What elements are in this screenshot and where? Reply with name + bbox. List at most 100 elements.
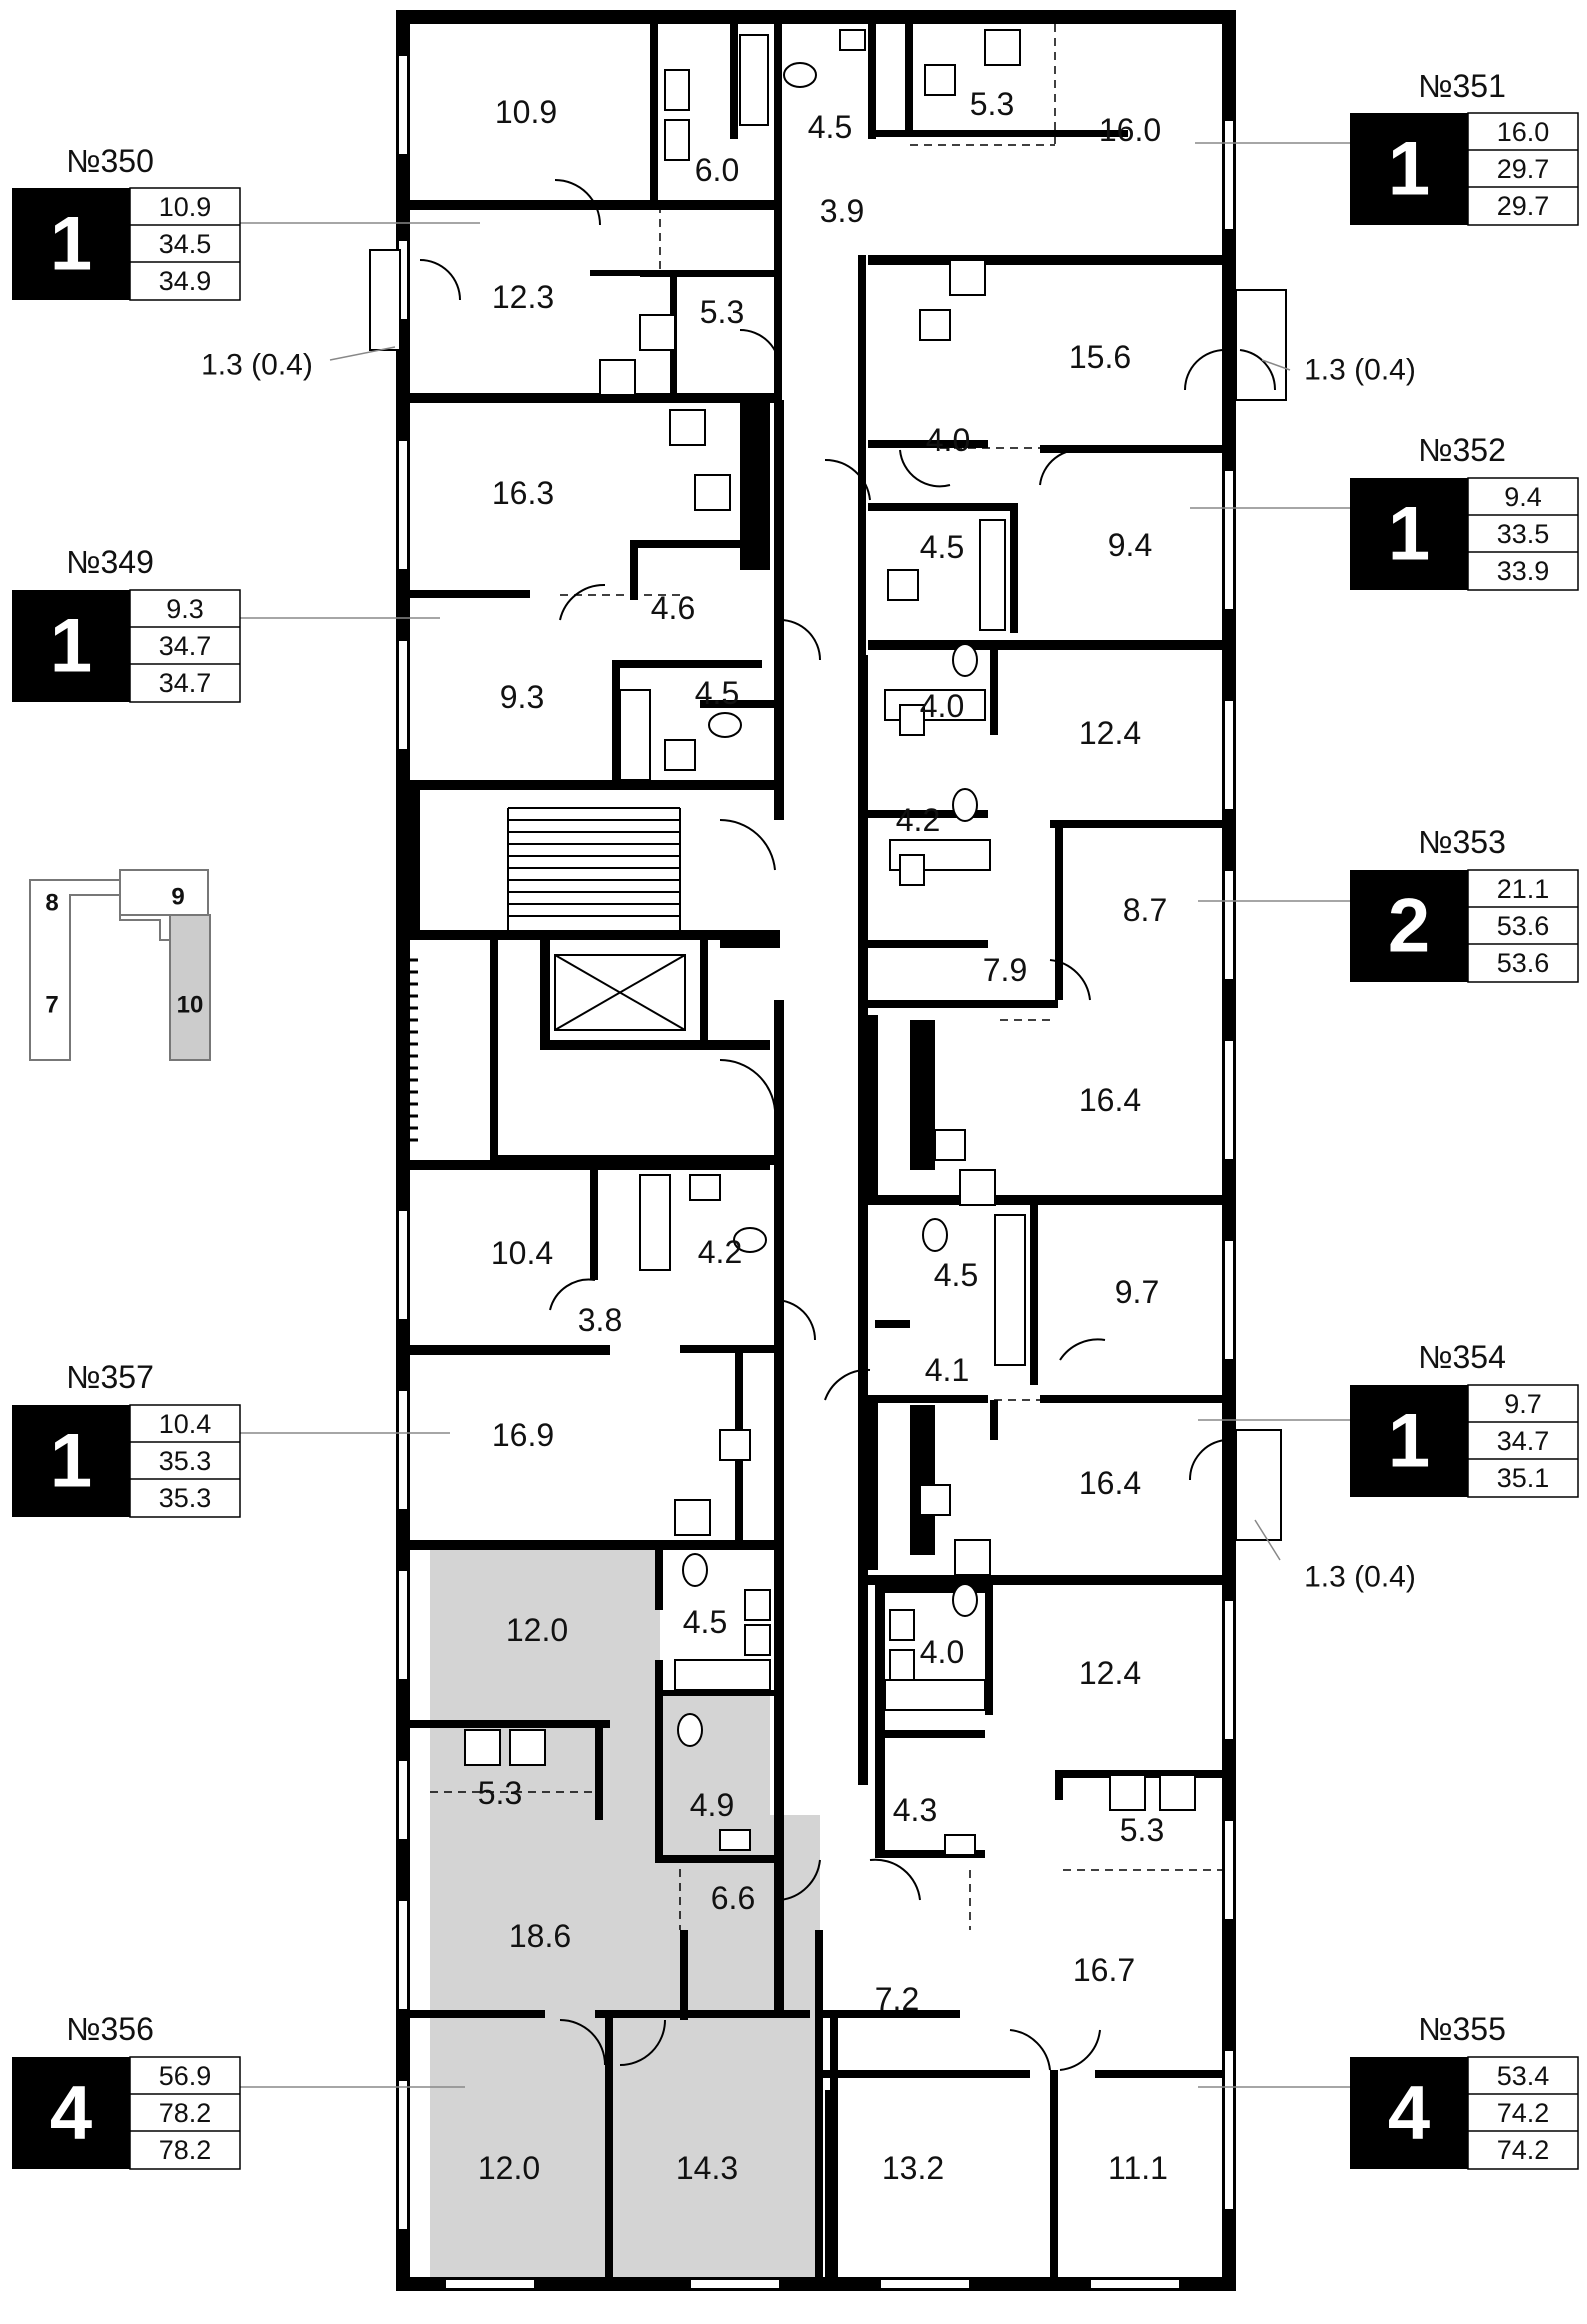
total-area: 33.5 (1497, 519, 1550, 549)
room-label: 13.2 (882, 2150, 944, 2186)
total-area-with-balcony: 78.2 (159, 2135, 212, 2165)
room-label: 12.0 (506, 1612, 568, 1648)
room-label: 11.1 (1108, 2150, 1168, 2186)
rooms-badge (12, 1405, 130, 1517)
area-box (1467, 112, 1579, 226)
rooms-badge (1350, 113, 1468, 225)
total-area-with-balcony: 29.7 (1497, 191, 1550, 221)
room-label: 9.7 (1115, 1274, 1159, 1310)
rooms-badge (12, 2057, 130, 2169)
apartment-card-356[interactable]: №356 4 56.9 78.2 78.2 (12, 2011, 241, 2170)
room-label: 14.3 (676, 2150, 738, 2186)
rooms-count: 4 (50, 2071, 92, 2156)
total-area-with-balcony: 33.9 (1497, 556, 1550, 586)
highlighted-apartment-fill (430, 1550, 820, 2277)
windows-bottom (444, 2278, 1181, 2290)
room-label: 10.9 (495, 94, 557, 130)
total-area: 29.7 (1497, 154, 1550, 184)
living-area: 53.4 (1497, 2061, 1550, 2091)
apartment-card-350[interactable]: №350 1 10.9 34.5 34.9 (12, 143, 241, 301)
apartment-number: №351 (1418, 68, 1506, 104)
apartment-card-357[interactable]: №357 1 10.4 35.3 35.3 (12, 1359, 241, 1518)
room-label: 12.3 (492, 279, 554, 315)
room-label: 6.0 (695, 152, 739, 188)
living-area: 16.0 (1497, 117, 1550, 147)
room-label: 9.4 (1108, 527, 1152, 563)
apartment-card-352[interactable]: №352 1 9.4 33.5 33.9 (1350, 432, 1579, 591)
rooms-count: 1 (1388, 492, 1430, 577)
room-label: 7.2 (875, 1981, 919, 2017)
leader-lines (240, 142, 1350, 2088)
door-swings (549, 179, 1226, 2071)
total-area: 34.7 (159, 631, 212, 661)
apartment-number: №352 (1418, 432, 1506, 468)
room-label: 4.3 (893, 1792, 937, 1828)
fixtures (464, 29, 1196, 1856)
windows-left (397, 54, 409, 2231)
balconies (369, 249, 1287, 1541)
room-label: 4.2 (698, 1234, 742, 1270)
apartment-card-351[interactable]: №351 1 16.0 29.7 29.7 (1350, 68, 1579, 226)
total-area-with-balcony: 34.9 (159, 266, 212, 296)
total-area: 74.2 (1497, 2098, 1550, 2128)
room-label: 4.5 (808, 109, 852, 145)
room-label: 18.6 (509, 1918, 571, 1954)
room-label: 5.3 (1120, 1812, 1164, 1848)
area-box (129, 1404, 241, 1518)
apartment-number: №350 (66, 143, 154, 179)
apartment-number: №353 (1418, 824, 1506, 860)
living-area: 10.9 (159, 192, 212, 222)
room-label: 15.6 (1069, 339, 1131, 375)
area-box (1467, 2056, 1579, 2170)
living-area: 9.4 (1504, 482, 1542, 512)
total-area-with-balcony: 74.2 (1497, 2135, 1550, 2165)
rooms-count: 4 (1388, 2071, 1430, 2156)
rooms-count: 2 (1388, 884, 1430, 969)
rooms-count: 1 (50, 604, 92, 689)
area-box (129, 187, 241, 301)
area-box (1467, 477, 1579, 591)
room-label: 6.6 (711, 1880, 755, 1916)
total-area-with-balcony: 35.1 (1497, 1463, 1550, 1493)
living-area: 9.7 (1504, 1389, 1542, 1419)
apartment-card-349[interactable]: №349 1 9.3 34.7 34.7 (12, 544, 241, 703)
apartment-number: №356 (66, 2011, 154, 2047)
living-area: 56.9 (159, 2061, 212, 2091)
room-label: 10.4 (491, 1235, 553, 1271)
room-label: 3.8 (578, 1302, 622, 1338)
total-area-with-balcony: 35.3 (159, 1483, 212, 1513)
apartment-number: №349 (66, 544, 154, 580)
total-area-with-balcony: 34.7 (159, 668, 212, 698)
room-label: 4.0 (920, 688, 964, 724)
room-label: 4.1 (925, 1352, 969, 1388)
room-label: 4.6 (651, 590, 695, 626)
room-label: 5.3 (478, 1775, 522, 1811)
rooms-count: 1 (1388, 127, 1430, 212)
room-label: 7.9 (983, 952, 1027, 988)
room-label: 12.4 (1079, 1655, 1141, 1691)
apartment-card-355[interactable]: №355 4 53.4 74.2 74.2 (1350, 2011, 1579, 2170)
vent-slats (398, 958, 418, 1142)
section-label-8: 8 (45, 890, 58, 917)
area-box (1467, 869, 1579, 983)
apartment-card-354[interactable]: №354 1 9.7 34.7 35.1 (1350, 1339, 1579, 1498)
room-label: 9.3 (500, 679, 544, 715)
balcony-doors (419, 259, 1277, 391)
rooms-count: 1 (50, 1419, 92, 1504)
staircase (507, 807, 681, 930)
room-label: 16.0 (1099, 112, 1161, 148)
room-label: 16.7 (1073, 1952, 1135, 1988)
apartment-card-353[interactable]: №353 2 21.1 53.6 53.6 (1350, 824, 1579, 983)
room-label: 4.0 (920, 1634, 964, 1670)
room-label: 16.4 (1079, 1082, 1141, 1118)
rooms-badge (12, 590, 130, 702)
rooms-count: 1 (50, 202, 92, 287)
total-area: 53.6 (1497, 911, 1550, 941)
area-box (129, 589, 241, 703)
total-area: 34.5 (159, 229, 212, 259)
section-label-9: 9 (171, 884, 184, 911)
balcony-labels: 1.3 (0.4) 1.3 (0.4) 1.3 (0.4) (201, 349, 1416, 1594)
section-label-7: 7 (45, 992, 58, 1019)
apartment-number: №357 (66, 1359, 154, 1395)
